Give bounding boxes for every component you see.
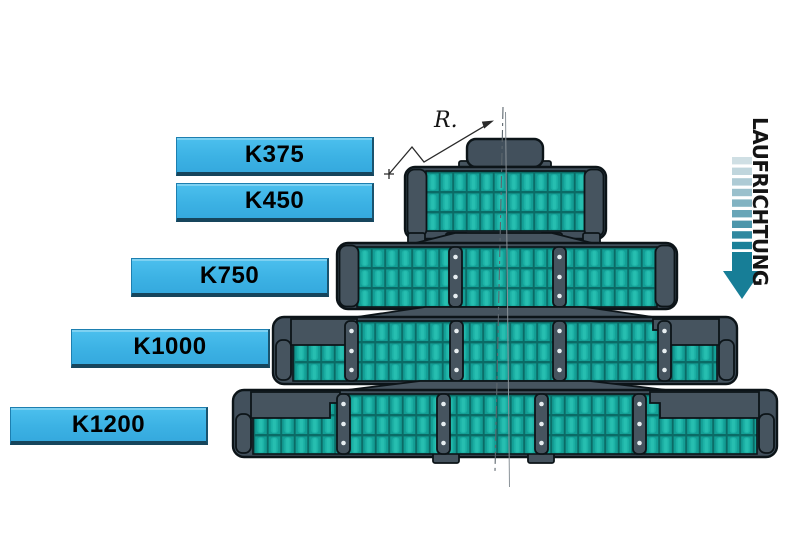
belt-row-k1000: [271, 315, 739, 386]
k1000-belt-surface: [292, 320, 718, 382]
center-line: [494, 106, 510, 488]
direction-arrow-shaft-icon: [732, 252, 752, 272]
k1000-hinge-strips: [344, 320, 672, 382]
k1000-end-cap-right: [718, 339, 735, 381]
k1200-shoulder-right: [649, 391, 760, 419]
k1200-shoulder-left: [250, 391, 341, 419]
belt-label-k375: K375: [176, 137, 374, 176]
k1200-end-cap-left: [235, 413, 252, 454]
belt-label-k450: K450: [176, 183, 374, 222]
k450-belt-surface: [425, 170, 586, 232]
belt-label-k1000: K1000: [71, 329, 270, 368]
radius-leader-line: [388, 123, 489, 175]
direction-arrow-dashes-icon: [732, 157, 752, 250]
k450-end-cap-left: [406, 168, 428, 238]
belt-label-k750: K750: [131, 258, 329, 297]
k750-end-cap-right: [654, 244, 676, 308]
direction-label: LAUFRICHTUNG: [748, 117, 772, 286]
k750-hinge-strips: [448, 246, 567, 308]
belt-row-k450: [403, 165, 608, 247]
k1000-end-cap-left: [275, 339, 292, 381]
radius-annotation: R.: [384, 108, 494, 179]
k375-cap: [465, 137, 545, 169]
k750-end-cap-left: [338, 244, 360, 308]
k1200-end-cap-right: [758, 413, 775, 454]
k450-end-cap-right: [583, 168, 605, 238]
belt-row-k1200: [231, 388, 779, 464]
direction-arrow: LAUFRICHTUNG: [723, 117, 772, 299]
k1200-hinge-strips: [336, 393, 647, 455]
radius-arrowhead-icon: [481, 120, 494, 129]
belt-label-k1200: K1200: [10, 407, 208, 445]
radius-label: R.: [433, 108, 458, 133]
direction-arrowhead-icon: [723, 271, 761, 299]
